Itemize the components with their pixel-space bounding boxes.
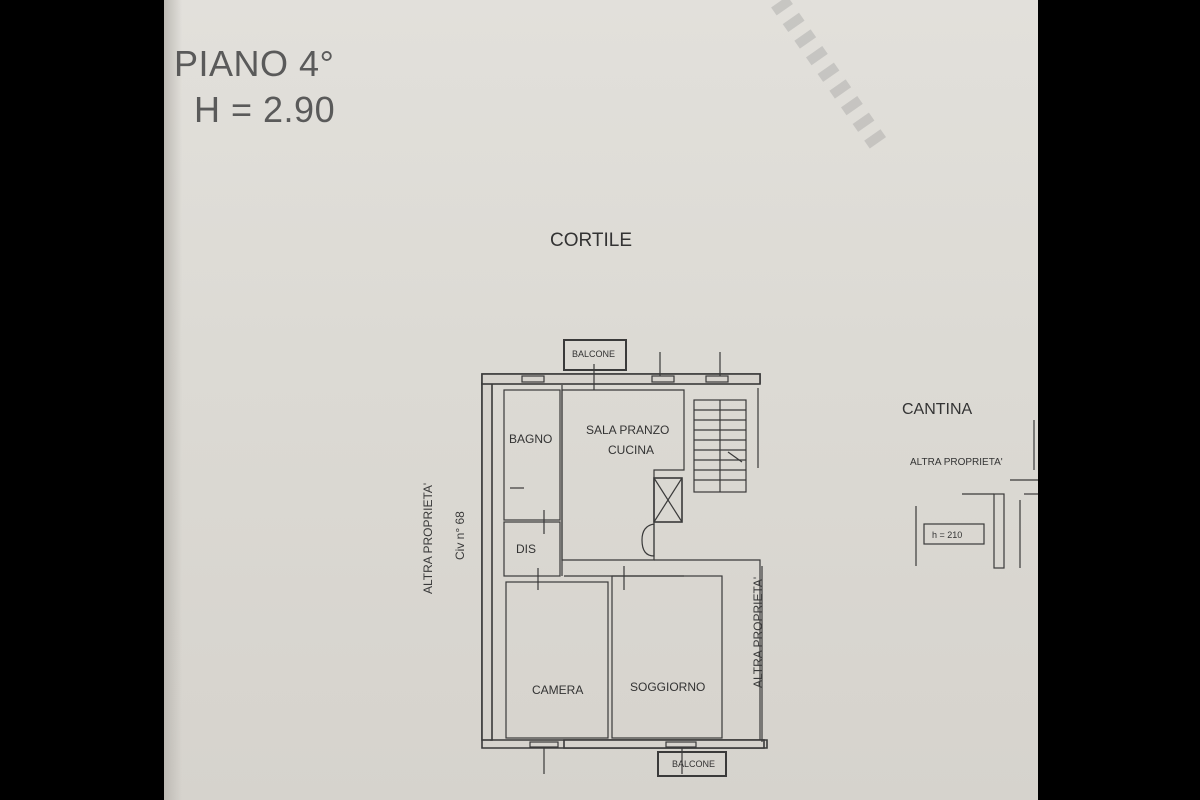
kitchen-walls bbox=[561, 389, 685, 561]
cellar-height-label: h = 210 bbox=[932, 530, 963, 540]
civic-number-label: Civ n° 68 bbox=[453, 511, 467, 560]
floor-plan-sheet: ▮▮▮▮▮▮▮▮▮ PIANO 4° H = 2.90 CORTILE BALC… bbox=[164, 0, 1038, 800]
floor-plan-drawing bbox=[481, 339, 1038, 777]
ceiling-height-label: H = 2.90 bbox=[194, 89, 336, 130]
left-neighbor-label: ALTRA PROPRIETA' bbox=[421, 482, 435, 594]
right-neighbor-label: ALTRA PROPRIETA' bbox=[751, 576, 765, 688]
stairs bbox=[693, 399, 747, 493]
camera-walls bbox=[505, 581, 609, 739]
bathroom-walls bbox=[503, 389, 561, 521]
balcony-top bbox=[563, 339, 627, 371]
top-wall bbox=[481, 373, 761, 385]
bottom-wall-right bbox=[563, 739, 765, 749]
soggiorno-label: SOGGIORNO bbox=[630, 680, 706, 694]
floor-label: PIANO 4° bbox=[174, 43, 335, 84]
soggiorno-walls bbox=[611, 575, 723, 739]
balcony-bottom-label: BALCONE bbox=[672, 759, 716, 769]
balcony-top-label: BALCONE bbox=[572, 349, 616, 359]
cucina-label: CUCINA bbox=[608, 443, 655, 457]
left-wall bbox=[481, 382, 493, 741]
bagno-label: BAGNO bbox=[509, 432, 553, 446]
cellar-title: CANTINA bbox=[902, 401, 973, 418]
cellar-neighbor-label: ALTRA PROPRIETA' bbox=[910, 457, 1003, 468]
dis-label: DIS bbox=[516, 542, 537, 556]
cellar-drawing bbox=[915, 420, 1038, 569]
courtyard-label: CORTILE bbox=[550, 230, 633, 251]
sala-pranzo-label: SALA PRANZO bbox=[586, 423, 670, 437]
elevator bbox=[653, 477, 683, 523]
camera-label: CAMERA bbox=[532, 683, 584, 697]
balcony-bottom bbox=[657, 751, 727, 777]
dis-walls bbox=[503, 521, 561, 577]
